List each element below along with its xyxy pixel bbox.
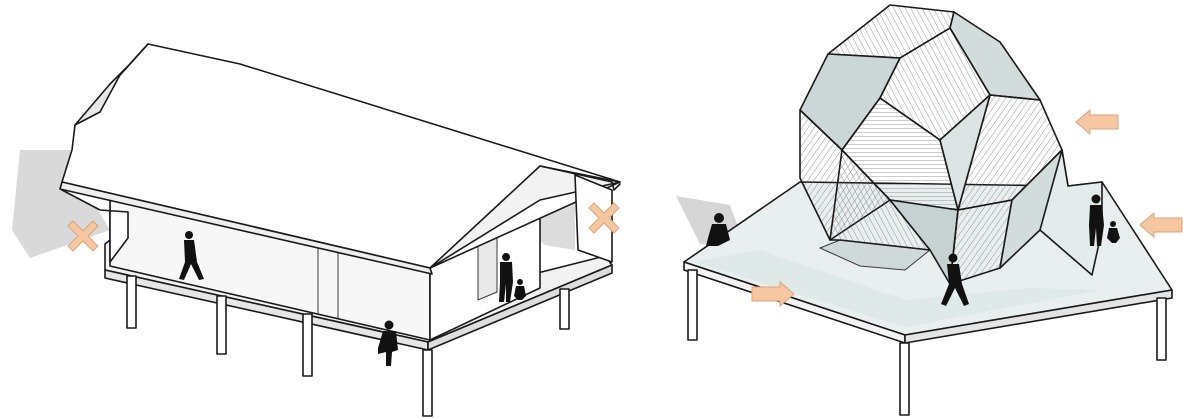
right-pavilion xyxy=(676,5,1182,415)
arrow-left-icon xyxy=(1076,110,1118,134)
arrow-left-icon xyxy=(1140,213,1182,237)
left-pavilion xyxy=(12,44,620,416)
